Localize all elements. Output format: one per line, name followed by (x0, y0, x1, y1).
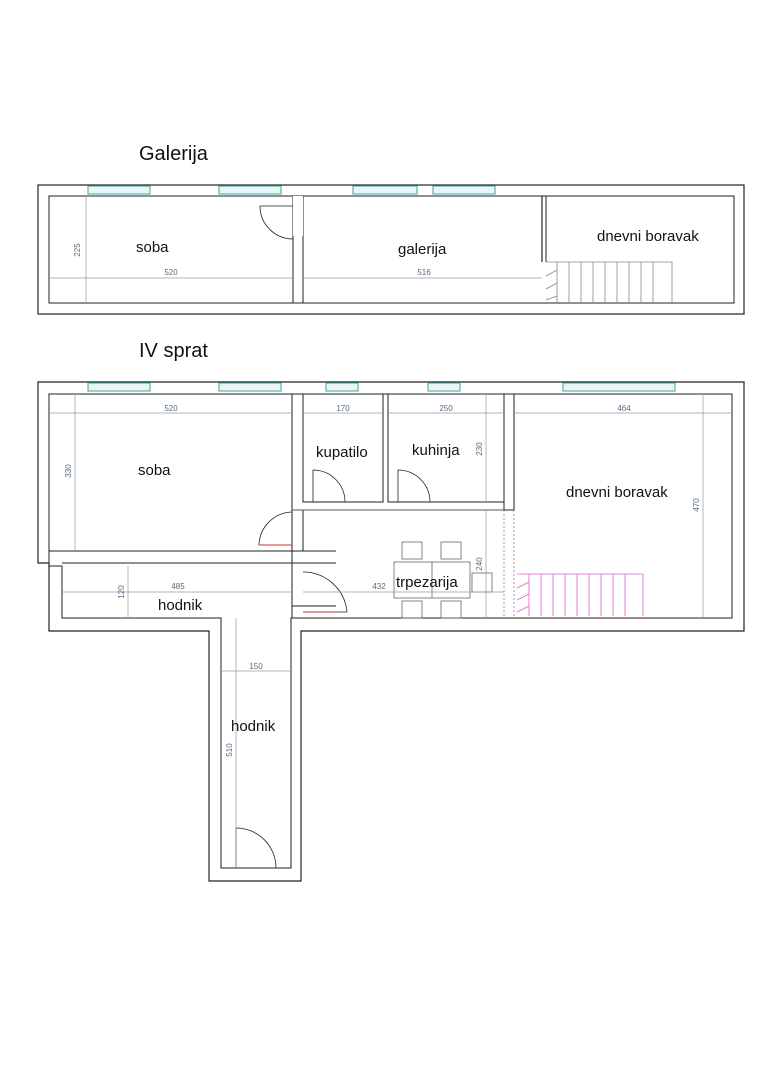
iv-kupatilo-walls (302, 393, 384, 503)
iv-room-trpezarija: trpezarija (396, 574, 458, 591)
iv-room-hodnik-2: hodnik (231, 718, 276, 735)
iv-room-soba: soba (138, 462, 171, 479)
section-title-galerija: Galerija (139, 143, 208, 165)
galerija-dim-galerija-width: 516 (417, 268, 431, 277)
galerija-inner-wall (48, 195, 735, 304)
galerija-room-soba: soba (136, 239, 169, 256)
galerija-dim-soba-width: 520 (164, 268, 178, 277)
iv-dim-hodnik2-width: 150 (249, 662, 263, 671)
iv-dim-trpezarija-width: 432 (372, 582, 386, 591)
iv-dim-hodnik-height: 120 (117, 585, 126, 599)
iv-kuhinja-walls (387, 393, 505, 503)
iv-dim-hodnik-width: 485 (171, 582, 185, 591)
iv-dim-hodnik2-height: 510 (225, 743, 234, 757)
galerija-room-galerija: galerija (398, 241, 447, 258)
galerija-room-dnevni-boravak: dnevni boravak (597, 228, 699, 245)
galerija-plan: 225 520 516 soba galerija dnevni boravak (37, 184, 745, 315)
galerija-door (259, 205, 294, 240)
iv-sprat-plan: 520 330 170 250 230 464 470 485 120 432 … (37, 381, 745, 882)
galerija-outer-wall (37, 184, 745, 315)
iv-doors (235, 469, 431, 869)
iv-room-kuhinja: kuhinja (412, 442, 460, 459)
iv-dim-soba-height: 330 (64, 464, 73, 478)
iv-dim-boravak-height: 470 (692, 498, 701, 512)
iv-windows (87, 382, 676, 392)
iv-door-thresholds (259, 544, 336, 613)
iv-stairs (516, 573, 644, 616)
iv-room-dnevni-boravak: dnevni boravak (566, 484, 668, 501)
galerija-dim-soba-height: 225 (73, 243, 82, 257)
iv-dim-soba-width: 520 (164, 404, 178, 413)
iv-dim-kuhinja-width: 250 (439, 404, 453, 413)
iv-dim-trpezarija-height: 240 (475, 557, 484, 571)
iv-dimension-lines (49, 394, 732, 868)
iv-dim-boravak-width: 464 (617, 404, 631, 413)
galerija-stairs (545, 261, 673, 303)
iv-room-kupatilo: kupatilo (316, 444, 368, 461)
iv-dim-kupatilo-width: 170 (336, 404, 350, 413)
iv-outer-wall (37, 381, 745, 882)
section-title-iv-sprat: IV sprat (139, 340, 208, 362)
iv-dim-kuhinja-height: 230 (475, 442, 484, 456)
iv-room-hodnik: hodnik (158, 597, 203, 614)
iv-inner-wall (48, 393, 733, 869)
galerija-windows (87, 185, 496, 195)
galerija-dimension-lines (49, 196, 542, 303)
